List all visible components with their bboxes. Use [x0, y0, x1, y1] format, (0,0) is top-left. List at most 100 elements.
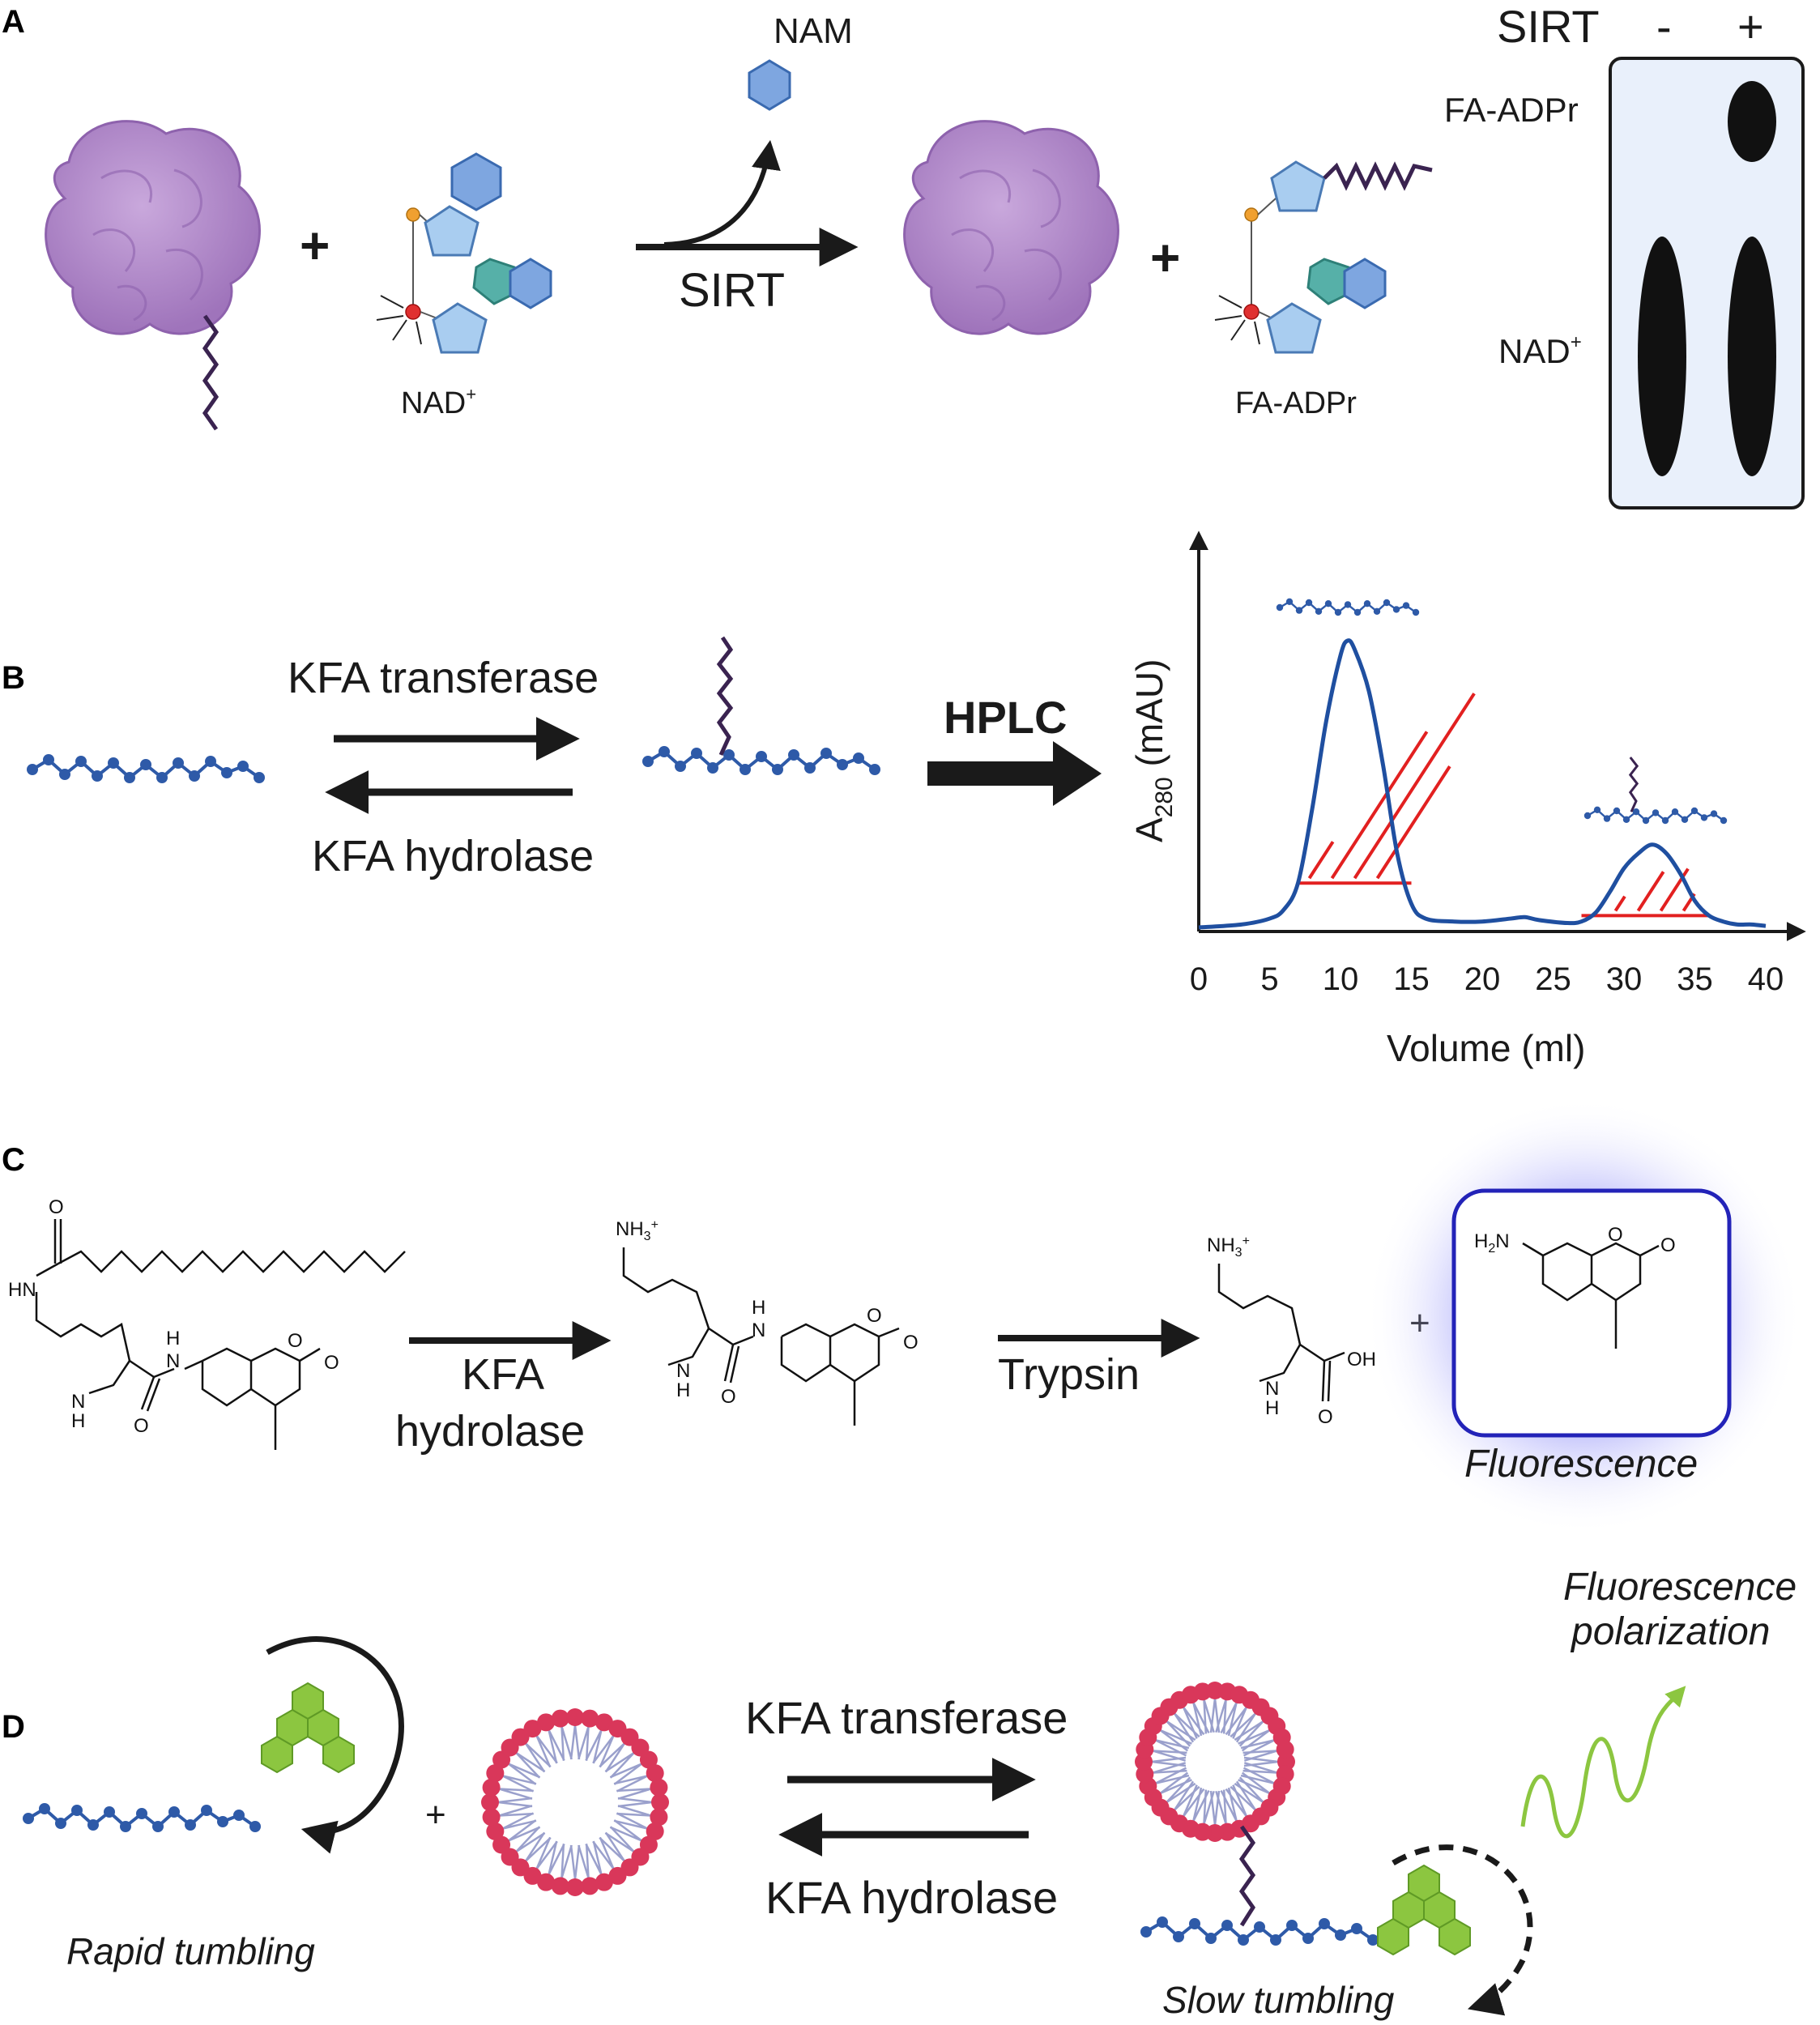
amc-box	[1451, 1188, 1732, 1438]
liposome-1	[481, 1708, 669, 1896]
nam-label: NAM	[774, 11, 853, 51]
lipid-tail	[515, 1751, 546, 1779]
lipid-head	[566, 1878, 584, 1896]
lipid-tail	[613, 1812, 648, 1830]
protein-1	[45, 120, 261, 431]
substrate-structure	[35, 1219, 406, 1450]
peptide-unmodified	[25, 752, 266, 785]
c2-o-amide: O	[721, 1386, 736, 1408]
tlc-header-sirt: SIRT	[1497, 1, 1600, 52]
lipid-head	[486, 1764, 505, 1783]
lipid-tail	[502, 1812, 537, 1830]
lipid-tail	[548, 1729, 565, 1764]
lipid-tail	[578, 1844, 590, 1878]
lipid-tail	[599, 1831, 626, 1862]
c3-nh-h: H	[1265, 1397, 1279, 1419]
lipid-head	[537, 1713, 556, 1732]
lipid-tail	[569, 1844, 581, 1880]
c2-carbonyl-o: O	[903, 1332, 919, 1354]
protein-2	[903, 120, 1119, 335]
c1-ring-o: O	[288, 1330, 303, 1352]
lipid-head	[482, 1808, 501, 1827]
lysine-structure	[1217, 1264, 1345, 1402]
c-step2-label: Trypsin	[998, 1350, 1140, 1399]
peak-2-acyl-peptide-icon	[1583, 757, 1728, 825]
lipid-head	[537, 1873, 556, 1891]
lipid-tail	[1242, 1750, 1278, 1762]
c2-nh-h: H	[676, 1379, 690, 1401]
peptide-membrane-bound	[1139, 1825, 1380, 1947]
lipid-tail	[609, 1819, 643, 1842]
c1-carbonyl-o: O	[324, 1352, 339, 1374]
lipid-head	[482, 1778, 501, 1797]
lipid-head	[651, 1793, 669, 1811]
lipid-tail	[560, 1726, 573, 1761]
panel-label-d: D	[2, 1709, 25, 1745]
plus-a2: +	[1150, 228, 1180, 287]
lipid-tail	[535, 1734, 558, 1768]
amc-structure	[1522, 1242, 1660, 1349]
x-tick-5: 5	[1260, 961, 1278, 997]
x-tick-30: 30	[1606, 961, 1643, 997]
amc-h2n: H2N	[1474, 1230, 1510, 1256]
plus-a1: +	[300, 216, 330, 275]
x-tick-20: 20	[1464, 961, 1501, 997]
c1-amide-h: H	[166, 1328, 180, 1349]
lipid-tail	[617, 1797, 653, 1808]
peptide-acylated	[641, 636, 882, 777]
d-forward-label: KFA transferase	[745, 1692, 1068, 1743]
lipid-head	[492, 1835, 511, 1854]
x-tick-35: 35	[1677, 961, 1713, 997]
hplc-label: HPLC	[944, 692, 1067, 743]
lipid-head	[486, 1822, 505, 1840]
lipid-tail	[616, 1788, 651, 1800]
fluorescence-label: Fluorescence	[1464, 1443, 1698, 1486]
amc-carbonyl-o: O	[1660, 1234, 1676, 1256]
fp-emission-wave	[1520, 1686, 1686, 1839]
peak-1-hatch	[1307, 841, 1335, 880]
lipid-tail	[524, 1742, 552, 1773]
chart-x-label: Volume (ml)	[1387, 1027, 1585, 1069]
nad-molecule	[376, 152, 552, 354]
c1-hn: HN	[8, 1279, 36, 1301]
lysine-amc-structure	[622, 1247, 900, 1426]
peak-1-hatch	[1375, 765, 1451, 880]
lipid-head	[595, 1873, 613, 1891]
lipid-tail	[502, 1775, 537, 1793]
rapid-tumbling-label: Rapid tumbling	[66, 1930, 315, 1972]
panel-label-c: C	[2, 1142, 25, 1178]
fp-label-line1: Fluorescence	[1563, 1566, 1797, 1609]
lipid-tail	[578, 1726, 590, 1761]
tlc-spot-fa-adpr	[1728, 81, 1776, 162]
x-tick-40: 40	[1748, 961, 1784, 997]
lipid-tail	[499, 1788, 534, 1800]
fluorophore-free	[261, 1682, 355, 1773]
lipid-tail	[613, 1775, 648, 1793]
peak-1-hatch	[1330, 731, 1429, 880]
lipid-tail	[507, 1763, 541, 1785]
tlc-spot-nad-plus	[1728, 237, 1776, 476]
x-tick-25: 25	[1535, 961, 1571, 997]
lipid-head	[523, 1720, 542, 1738]
amc-ring-o: O	[1608, 1224, 1623, 1246]
c-step1-line1: KFA	[462, 1350, 544, 1399]
lipid-tail	[497, 1797, 533, 1808]
lipid-tail	[535, 1836, 558, 1870]
lipid-tail	[585, 1840, 603, 1875]
lipid-tail	[499, 1805, 534, 1817]
lipid-head	[551, 1877, 569, 1895]
fp-label-line2: polarization	[1570, 1610, 1770, 1653]
c1-o-amide: O	[134, 1415, 149, 1437]
x-tick-15: 15	[1393, 961, 1430, 997]
c2-nh3: NH3+	[616, 1218, 659, 1243]
slow-tumbling-label: Slow tumbling	[1162, 1979, 1395, 2021]
lipid-head	[646, 1822, 664, 1840]
lipid-head	[595, 1713, 613, 1732]
nad-label: NAD+	[401, 384, 476, 420]
d-reverse-label: KFA hydrolase	[765, 1872, 1058, 1923]
sirt-label: SIRT	[679, 264, 785, 317]
c1-o-top: O	[49, 1196, 64, 1218]
